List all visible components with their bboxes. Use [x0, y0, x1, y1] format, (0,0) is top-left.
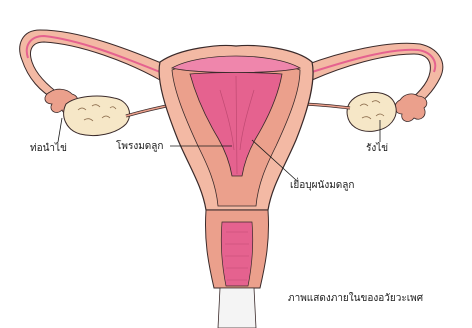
label-endometrium: เยื่อบุผนังมดลูก	[290, 180, 354, 192]
right-fimbriae	[395, 94, 427, 122]
pointer-fallopian	[58, 118, 62, 142]
figure-caption: ภาพแสดงภายในของอวัยวะเพศ	[288, 293, 423, 305]
right-ovary	[347, 92, 396, 131]
vagina-bottom	[218, 288, 256, 328]
cervical-canal	[221, 222, 253, 286]
label-fallopian-tube: ท่อนำไข่	[30, 143, 67, 155]
label-uterine-wall: โพรงมดลูก	[116, 141, 164, 153]
left-ovary	[64, 96, 130, 136]
label-ovary: รังไข่	[366, 143, 388, 155]
